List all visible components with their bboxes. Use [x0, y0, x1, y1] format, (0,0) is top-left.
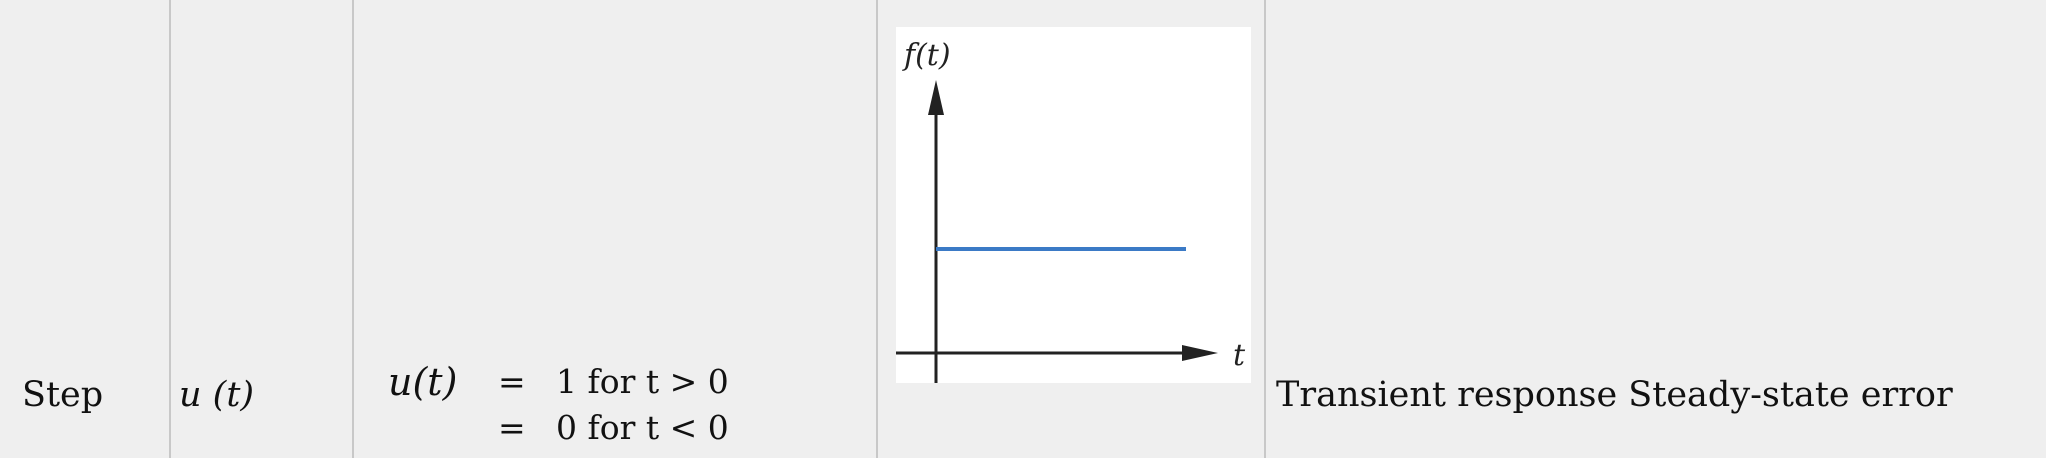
type-cell: Step	[0, 0, 171, 458]
function-label: u (t)	[179, 375, 255, 415]
formula-rhs-1: 1 for t > 0	[556, 362, 729, 401]
step-definition: u(t) = 1 for t > 0 = 0 for t < 0	[388, 356, 848, 450]
formula-equals-1: =	[498, 362, 526, 401]
step-graph-svg: f(t) t	[896, 38, 1246, 383]
x-axis-arrow	[1182, 345, 1218, 361]
definition-cell: u(t) = 1 for t > 0 = 0 for t < 0	[354, 0, 878, 458]
type-label: Step	[22, 375, 104, 415]
use-label: Transient response Steady-state error	[1276, 375, 1953, 415]
formula-rhs-2: 0 for t < 0	[556, 408, 729, 447]
function-cell: u (t)	[171, 0, 354, 458]
formula-equals-2: =	[498, 408, 526, 447]
step-graph: f(t) t	[896, 27, 1251, 383]
y-axis-arrow	[928, 80, 944, 115]
x-axis-label: t	[1233, 338, 1246, 373]
table-row: Step u (t) u(t) = 1 for t > 0 = 0 for t …	[0, 0, 2046, 458]
y-axis-label: f(t)	[902, 38, 951, 73]
formula-lhs: u(t)	[388, 360, 458, 404]
graph-cell: f(t) t	[878, 0, 1266, 458]
use-cell: Transient response Steady-state error	[1266, 0, 2046, 458]
